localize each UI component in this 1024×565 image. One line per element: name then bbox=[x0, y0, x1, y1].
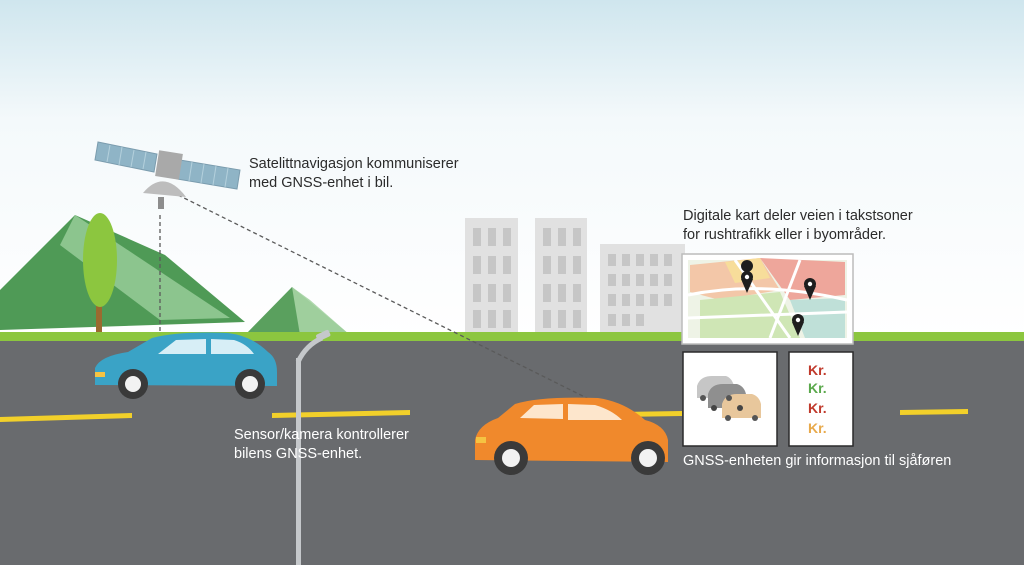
traffic-cars-icon bbox=[697, 376, 761, 421]
satellite-caption: Satelittnavigasjon kommuniserer med GNSS… bbox=[249, 156, 459, 191]
signal-lines bbox=[159, 194, 616, 413]
digital-map-panel bbox=[681, 253, 854, 345]
traffic-panel bbox=[682, 351, 778, 447]
sensor-caption: Sensor/kamera kontrollerer bilens GNSS-e… bbox=[234, 427, 409, 462]
tree bbox=[83, 213, 117, 335]
price-item-1: Kr. bbox=[808, 362, 827, 378]
price-panel bbox=[788, 351, 854, 447]
price-item-2: Kr. bbox=[808, 380, 827, 396]
price-item-4: Kr. bbox=[808, 420, 827, 436]
driver-info-caption: GNSS-enheten gir informasjon til sjåføre… bbox=[683, 453, 952, 469]
map-pin-icon bbox=[741, 260, 816, 336]
satellite-icon bbox=[94, 141, 241, 209]
price-item-3: Kr. bbox=[808, 400, 827, 416]
digital-map-caption: Digitale kart deler veien i takstsoner f… bbox=[683, 208, 913, 243]
blue-car bbox=[95, 332, 277, 399]
orange-car bbox=[475, 397, 668, 475]
buildings bbox=[465, 218, 685, 335]
grass-strip bbox=[0, 332, 1024, 342]
sensor-pole bbox=[295, 329, 331, 565]
